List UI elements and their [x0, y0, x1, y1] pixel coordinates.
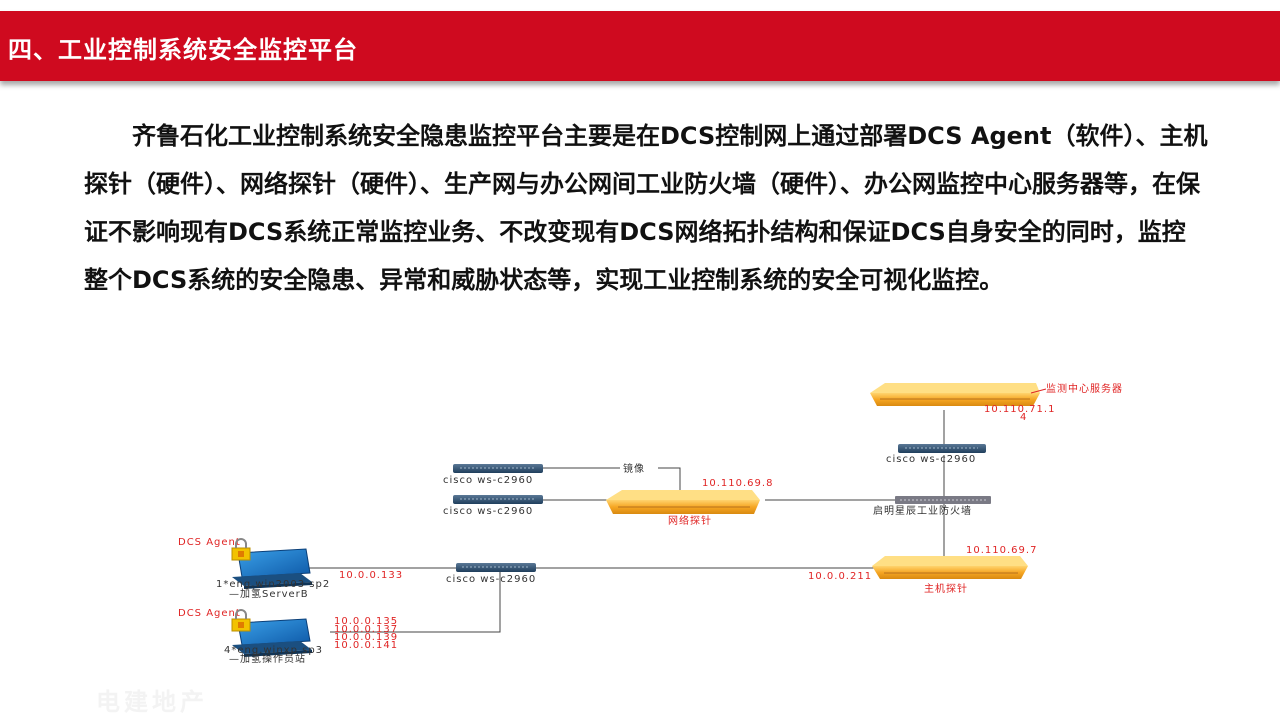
- dcs-agent-2: DCS Agent 4*eng.winxp sp3 —加氢操作员站 10.0.0…: [178, 608, 398, 665]
- switch-b-label: cisco ws-c2960: [443, 506, 533, 517]
- dcs-agent-1: DCS Agent 1*eng.win2003 sp2 —加氢ServerB 1…: [178, 537, 403, 600]
- host-probe-ip: 10.110.69.7: [966, 545, 1037, 556]
- workstation-icon: [232, 548, 312, 589]
- agent2-ip-1: 10.0.0.135: [334, 616, 398, 627]
- mirror-label: 镜像: [623, 462, 645, 475]
- network-probe: 10.110.69.8 网络探针: [606, 478, 773, 527]
- connection-lines: [308, 410, 945, 633]
- top-switch: cisco ws-c2960: [886, 444, 986, 465]
- workstation-icon: [232, 618, 312, 657]
- monitor-server: 监测中心服务器 10.110.71.1 4: [870, 382, 1123, 423]
- agent1-tag: DCS Agent: [178, 537, 241, 548]
- switch-a: cisco ws-c2960: [443, 464, 543, 486]
- core-switch: cisco ws-c2960: [446, 563, 536, 585]
- monitor-server-label: 监测中心服务器: [1046, 382, 1123, 395]
- page-title: 四、工业控制系统安全监控平台: [8, 36, 358, 64]
- agent1-ip: 10.0.0.133: [339, 570, 403, 581]
- watermark: 电建地产: [96, 688, 208, 716]
- agent2-host: 4*eng.winxp sp3: [224, 645, 323, 656]
- switch-b: cisco ws-c2960: [443, 495, 543, 517]
- agent2-tag: DCS Agent: [178, 608, 241, 619]
- host-probe-ip-left: 10.0.0.211: [808, 571, 872, 582]
- core-switch-label: cisco ws-c2960: [446, 574, 536, 585]
- lock-shield-icon: [231, 609, 251, 632]
- header-bar: [0, 11, 1280, 81]
- switch-a-label: cisco ws-c2960: [443, 475, 533, 486]
- agent1-host: 1*eng.win2003 sp2: [216, 579, 330, 590]
- agent1-role: —加氢ServerB: [229, 587, 309, 600]
- intro-paragraph: 齐鲁石化工业控制系统安全隐患监控平台主要是在DCS控制网上通过部署DCS Age…: [84, 122, 1208, 294]
- agent2-ip-2: 10.0.0.137: [334, 624, 398, 635]
- network-probe-label: 网络探针: [668, 514, 712, 527]
- host-probe: 10.110.69.7 10.0.0.211 主机探针: [808, 545, 1037, 595]
- rack-appliance-icon: [870, 383, 1040, 393]
- network-probe-ip: 10.110.69.8: [702, 478, 773, 489]
- top-switch-label: cisco ws-c2960: [886, 454, 976, 465]
- agent2-ip-4: 10.0.0.141: [334, 640, 398, 651]
- host-probe-label: 主机探针: [924, 582, 968, 595]
- rack-appliance-icon: [872, 556, 1028, 566]
- mirror-label-bg: [620, 462, 658, 474]
- monitor-server-ip: 10.110.71.1: [984, 404, 1055, 415]
- lock-shield-icon: [231, 538, 251, 561]
- agent2-ip-3: 10.0.0.139: [334, 632, 398, 643]
- firewall: 启明星辰工业防火墙: [873, 496, 991, 517]
- agent2-role: —加氢操作员站: [229, 652, 306, 665]
- monitor-server-ip-cont: 4: [1020, 412, 1027, 423]
- firewall-icon: [895, 496, 991, 504]
- rack-appliance-icon: [606, 490, 760, 500]
- firewall-label: 启明星辰工业防火墙: [873, 504, 972, 517]
